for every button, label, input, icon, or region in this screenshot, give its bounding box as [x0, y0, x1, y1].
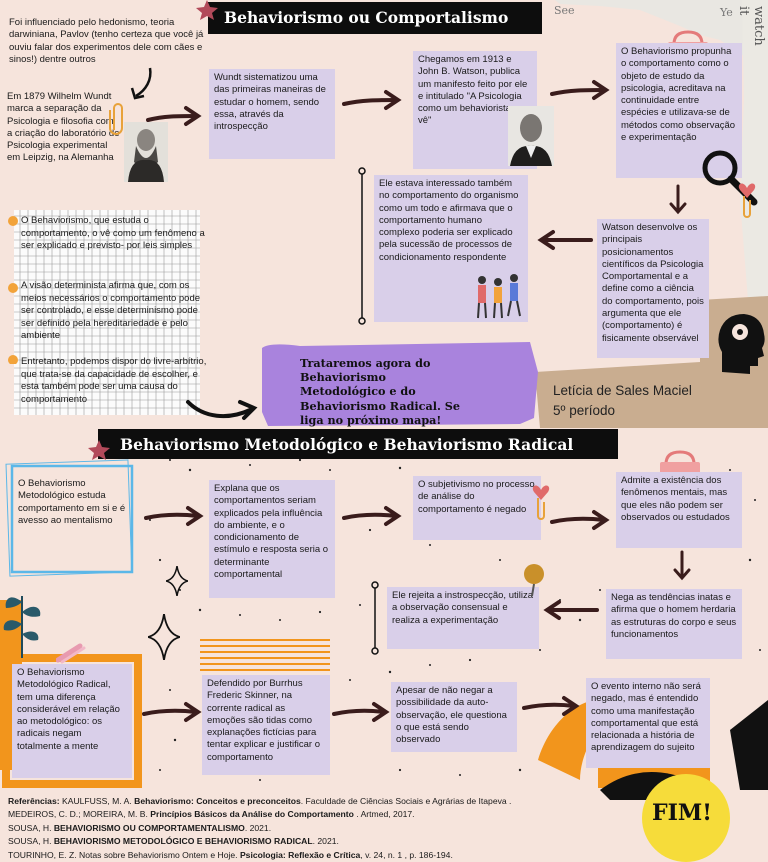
fim-badge: FIM! — [652, 800, 712, 826]
hair-clip-icon — [56, 643, 86, 664]
push-pin-icon — [524, 564, 544, 596]
next-map-banner: Trataremos agora do Behaviorismo Metodol… — [300, 356, 460, 427]
curved-arrow-icon — [130, 67, 152, 100]
arrow-right-icon — [342, 506, 402, 526]
wundt-box: Wundt sistematizou uma das primeiras man… — [209, 69, 335, 159]
newspaper-word-2: See — [554, 4, 575, 17]
arrow-right-icon — [342, 90, 402, 110]
reference-item: MEDEIROS, C. D.; MOREIRA, M. B. Princípi… — [8, 809, 415, 820]
arrow-right-icon — [146, 106, 202, 126]
internal-box: O evento interno não será negado, mas é … — [586, 678, 710, 768]
watson-text: Chegamos em 1913 e John B. Watson, publi… — [418, 54, 528, 127]
plant-icon — [3, 596, 41, 658]
paperclip-icon — [109, 103, 123, 135]
vertical-rule — [371, 581, 379, 655]
sparkle-icon — [166, 566, 188, 596]
star-icon — [196, 0, 218, 20]
reject-box: Ele rejeita a instrospecção, utiliza a o… — [387, 587, 539, 649]
sparkle-icon — [148, 614, 180, 660]
newspaper-word-1: watch it — [736, 6, 766, 46]
arrow-right-icon — [144, 506, 204, 526]
auto-box: Apesar de não negar a possibilidade da a… — [391, 682, 517, 752]
radical-box: O Behaviorismo Metodológico Radical, tem… — [12, 664, 132, 778]
page-title-bottom: Behaviorismo Metodológico e Behaviorismo… — [98, 429, 618, 459]
binder-clip-icon — [660, 450, 700, 474]
arrow-right-icon — [550, 80, 610, 100]
reference-item: Referências: KAULFUSS, M. A. Behaviorism… — [8, 796, 512, 806]
author-period: 5º período — [553, 403, 615, 418]
intro-text: Foi influenciado pelo hedonismo, teoria … — [9, 17, 204, 65]
reference-item: SOUSA, H. BEHAVIORISMO METODOLÓGICO E BE… — [8, 836, 339, 847]
heart-pin-icon — [738, 183, 756, 218]
references: Referências: KAULFUSS, M. A. Behaviorism… — [8, 795, 511, 862]
watson-portrait — [508, 106, 554, 166]
arrow-right-icon — [142, 702, 202, 722]
reference-item: SOUSA, H. BEHAVIORISMO OU COMPORTAMENTAL… — [8, 822, 272, 833]
skinner-box: Defendido por Burrhus Frederic Skinner, … — [202, 675, 330, 775]
head-icon — [718, 314, 765, 374]
vertical-rule — [358, 167, 366, 325]
interest-box: Ele estava interessado também no comport… — [374, 175, 528, 322]
deny-box: Nega as tendências inatas e afirma que o… — [606, 589, 742, 659]
heart-pin-icon — [532, 485, 550, 520]
arrow-left-icon — [537, 230, 593, 250]
wundt-portrait — [124, 122, 168, 182]
bullet-1: O Behaviorismo, que estuda o comportamen… — [21, 215, 205, 252]
admit-box: Admite a existência dos fenômenos mentai… — [616, 472, 742, 548]
arrow-left-icon — [543, 600, 599, 620]
arrow-down-icon — [673, 550, 691, 581]
arrow-right-icon — [550, 510, 610, 530]
explain-box: Explana que os comportamentos seriam exp… — [209, 480, 335, 598]
grid-paper-top — [14, 210, 200, 415]
page-title-top: Behaviorismo ou Comportalismo — [208, 2, 542, 34]
wundt-text: Em 1879 Wilhelm Wundt marca a separação … — [7, 91, 121, 165]
arrow-right-icon — [522, 696, 580, 716]
newspaper-word-3: Ye — [720, 6, 733, 19]
arrow-down-icon — [669, 184, 687, 215]
bullet-3: Entretanto, podemos dispor do livre-arbí… — [21, 356, 207, 405]
star-icon — [88, 440, 110, 460]
method-box: O Behaviorismo Metodológico estuda compo… — [18, 478, 126, 526]
people-illustration — [477, 274, 521, 319]
interest-text: Ele estava interessado também no comport… — [379, 178, 519, 263]
bullet-2: A visão determinista afirma que, com os … — [21, 280, 201, 342]
swoosh-arrow-icon — [186, 400, 258, 420]
subjective-box: O subjetivismo no processo de análise do… — [413, 476, 541, 540]
arrow-right-icon — [332, 702, 390, 722]
author-name: Letícia de Sales Maciel — [553, 383, 692, 398]
reference-item: TOURINHO, E. Z. Notas sobre Behaviorismo… — [8, 849, 453, 860]
watson-dev-box: Watson desenvolve os principais posicion… — [597, 219, 709, 358]
bullet-dots — [8, 216, 18, 364]
